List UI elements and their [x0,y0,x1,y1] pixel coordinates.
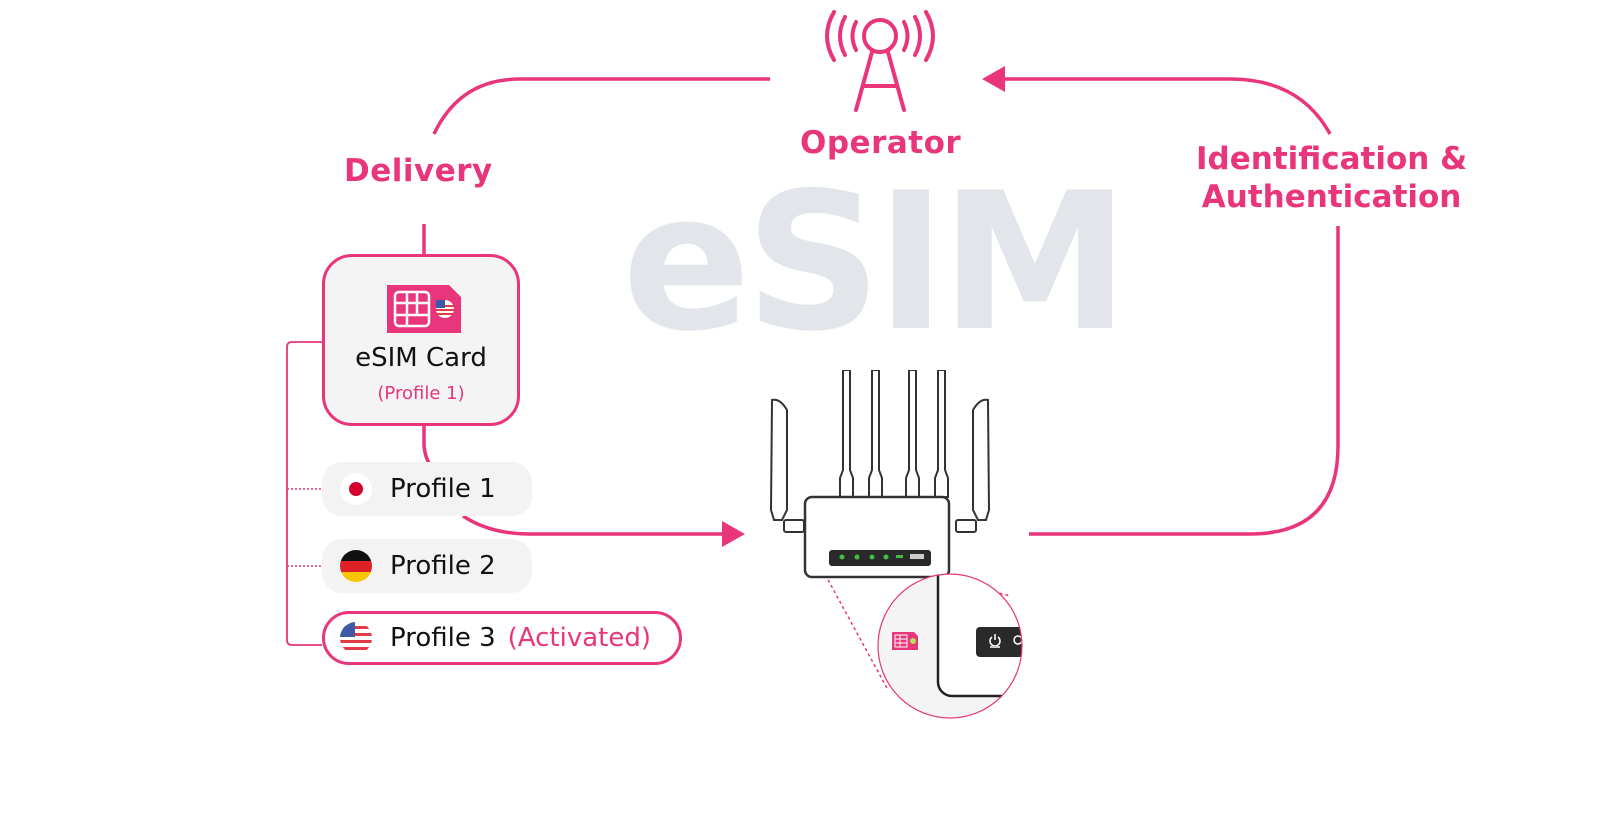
profile-item[interactable]: Profile 1 [322,462,532,516]
profile-name: Profile 1 [390,474,496,504]
esim-watermark: eSIM [622,152,1129,373]
router-led-indicators [839,554,903,560]
cell-tower-icon [825,10,935,112]
operator-label: Operator [800,125,962,161]
delivery-connector [432,77,770,135]
profile-name: Profile 2 [390,551,496,581]
sim-card-small-icon [892,632,918,650]
profile-bracket [286,341,322,646]
germany-flag-icon [340,550,372,582]
identification-label: Identification & Authentication [1196,140,1467,216]
esim-card-node: eSIM Card (Profile 1) [322,254,520,426]
card-to-router-connector [422,426,434,468]
sim-card-icon [387,285,461,333]
usa-flag-mini-icon [436,300,454,318]
usa-flag-icon [340,622,372,654]
profile-item[interactable]: Profile 2 [322,539,532,593]
arrow-to-router-icon [722,521,745,547]
arrow-to-operator-icon [982,66,1005,92]
router-zoom-view [877,573,1023,719]
japan-flag-icon [340,473,372,505]
profile-item-activated[interactable]: Profile 3 (Activated) [322,611,682,665]
profile-status: (Activated) [507,623,651,653]
profile-name: Profile 3 [390,623,496,653]
esim-card-title: eSIM Card [355,343,487,373]
profile-to-router-connector [462,514,722,536]
router-icon [769,370,991,579]
magnifier-dotted-line-2 [807,542,889,691]
identification-label-line1: Identification & [1196,141,1468,177]
identification-connector [1000,77,1332,135]
delivery-label: Delivery [344,153,493,189]
esim-card-subtitle: (Profile 1) [377,383,465,404]
router-to-identification-connector [1029,226,1340,536]
identification-label-line2: Authentication [1201,179,1462,215]
